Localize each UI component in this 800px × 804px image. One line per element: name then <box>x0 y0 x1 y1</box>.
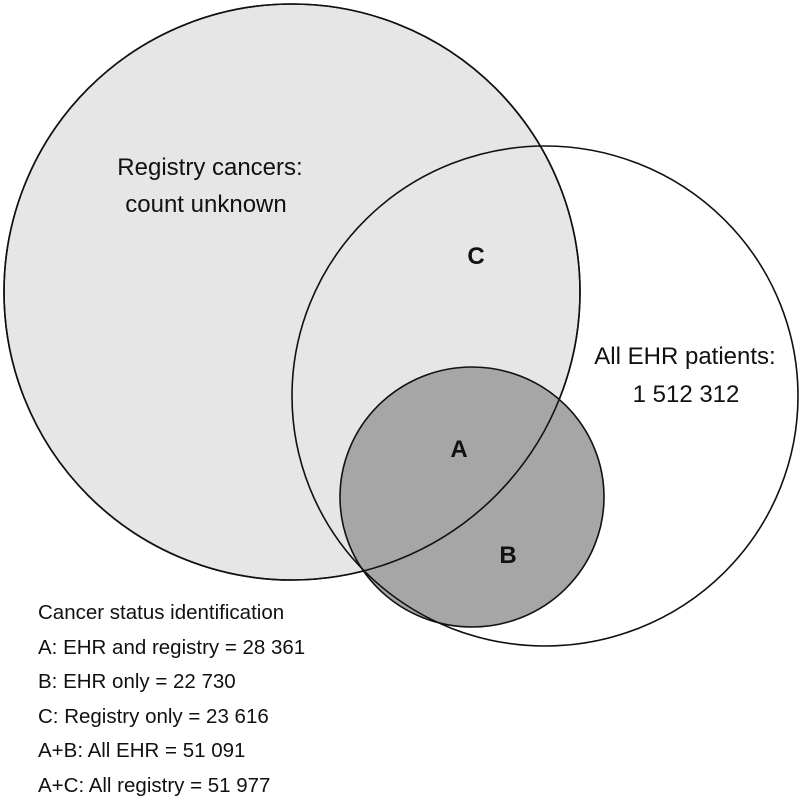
legend-title: Cancer status identification <box>38 601 285 624</box>
ehr-label-line1: All EHR patients: <box>594 343 775 370</box>
ehr-label-line2: 1 512 312 <box>633 381 740 408</box>
region-c-label: C <box>467 243 484 270</box>
region-b-label: B <box>499 542 516 569</box>
legend-item-a-plus-c: A+C: All registry = 51 977 <box>38 773 271 797</box>
registry-label-line2: count unknown <box>125 191 286 218</box>
legend-item-a: A: EHR and registry = 28 361 <box>38 635 306 659</box>
region-a-label: A <box>450 436 467 463</box>
legend-item-b: B: EHR only = 22 730 <box>38 670 236 694</box>
legend-item-c: C: Registry only = 23 616 <box>38 704 269 728</box>
legend: Cancer status identification A: EHR and … <box>38 596 305 804</box>
ehr-patients-circle <box>291 145 799 647</box>
legend-item-a-plus-b: A+B: All EHR = 51 091 <box>38 739 246 763</box>
registry-circle-outline <box>3 3 581 581</box>
ehr-cancer-circle <box>339 366 605 628</box>
registry-label-line1: Registry cancers: <box>117 154 302 181</box>
